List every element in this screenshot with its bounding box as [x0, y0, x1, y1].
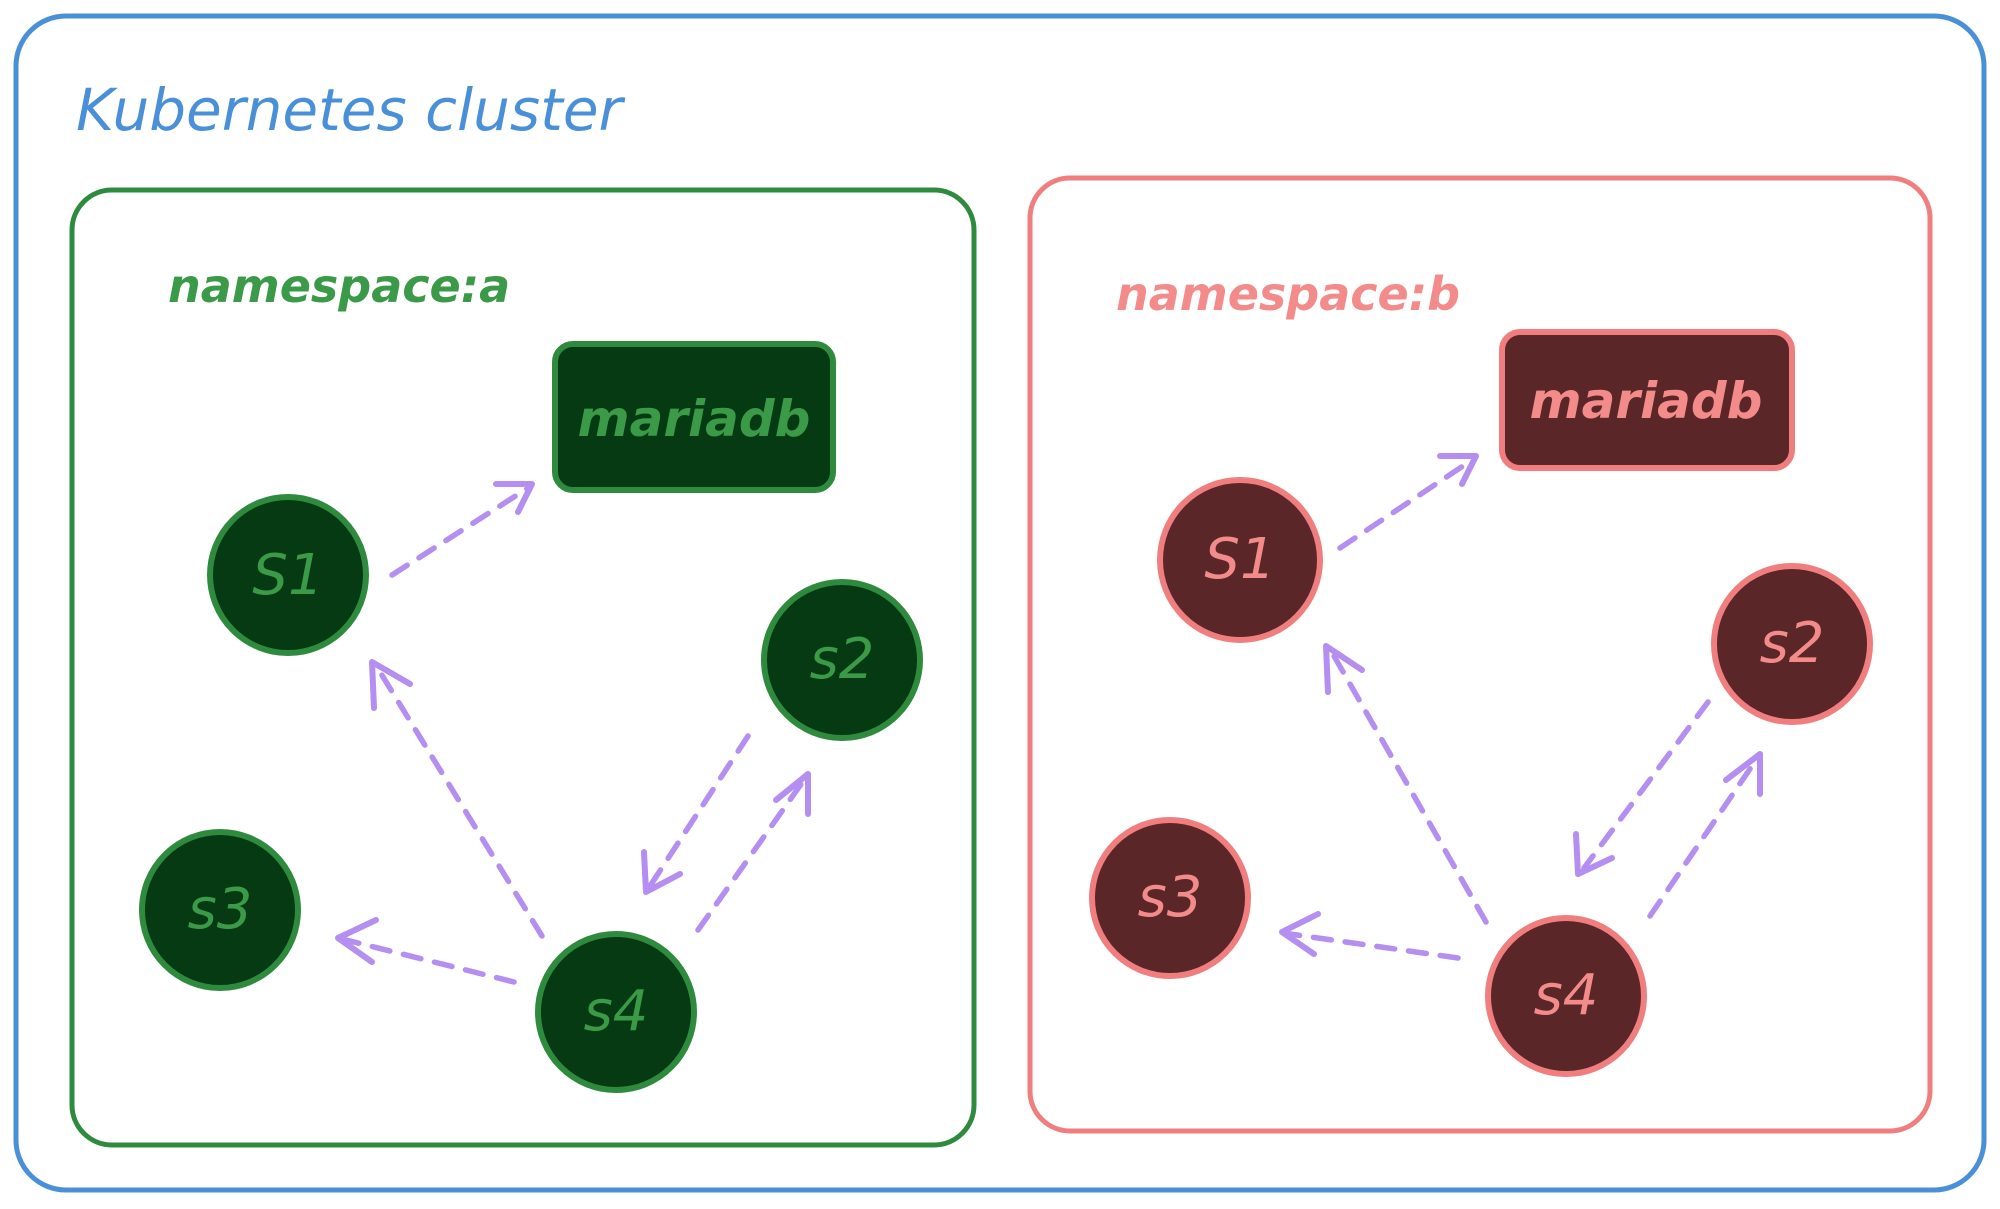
service-label: s3 — [188, 877, 253, 942]
service-circle — [1089, 817, 1251, 979]
connection-s4-to-s2 — [695, 771, 811, 933]
service-node-s2: s2 — [1711, 563, 1873, 725]
database-box — [552, 341, 836, 493]
connection-s4-to-s2 — [1647, 751, 1763, 919]
connection-s4-to-s1 — [369, 659, 545, 939]
service-circle — [139, 829, 301, 991]
service-circle — [761, 579, 923, 741]
service-circle — [1711, 563, 1873, 725]
service-label: s2 — [1760, 611, 1825, 676]
service-node-s3: s3 — [1089, 817, 1251, 979]
service-node-s2: s2 — [761, 579, 923, 741]
database-node: mariadb — [552, 341, 836, 493]
namespace-a-title: namespace:a — [168, 259, 510, 313]
service-label: s3 — [1138, 865, 1203, 930]
service-label: s2 — [810, 627, 875, 692]
namespace-b-boundary — [1027, 175, 1933, 1134]
namespace-a: namespace:a mariadb S1 s2 s3 s4 — [69, 187, 977, 1148]
database-node: mariadb — [1499, 329, 1795, 471]
connection-s4-to-s3 — [335, 917, 517, 985]
service-circle — [1485, 915, 1647, 1077]
cluster-boundary — [13, 13, 1987, 1193]
service-circle — [207, 494, 369, 656]
service-label: S1 — [1204, 527, 1275, 592]
database-box — [1499, 329, 1795, 471]
service-node-s3: s3 — [139, 829, 301, 991]
service-label: s4 — [584, 979, 649, 1044]
database-label: mariadb — [578, 390, 811, 448]
service-node-s1: S1 — [1157, 477, 1323, 643]
service-circle — [1157, 477, 1323, 643]
namespace-a-boundary — [69, 187, 977, 1148]
connection-s4-to-s1 — [1323, 643, 1489, 925]
service-node-s4: s4 — [1485, 915, 1647, 1077]
connection-s2-to-s4 — [1573, 699, 1711, 877]
cluster-title: Kubernetes cluster — [76, 76, 626, 144]
namespace-b: namespace:b mariadb S1 s2 s3 s4 — [1027, 175, 1933, 1134]
connection-s1-to-mariadb — [389, 481, 535, 578]
connection-s4-to-s3 — [1279, 911, 1461, 961]
service-node-s4: s4 — [535, 931, 697, 1093]
service-label: S1 — [252, 543, 323, 608]
service-node-s1: S1 — [207, 494, 369, 656]
namespace-b-title: namespace:b — [1116, 267, 1460, 321]
connection-s2-to-s4 — [641, 733, 751, 895]
service-circle — [535, 931, 697, 1093]
service-label: s4 — [1534, 963, 1599, 1028]
database-label: mariadb — [1530, 372, 1763, 430]
connection-s1-to-mariadb — [1337, 453, 1479, 551]
